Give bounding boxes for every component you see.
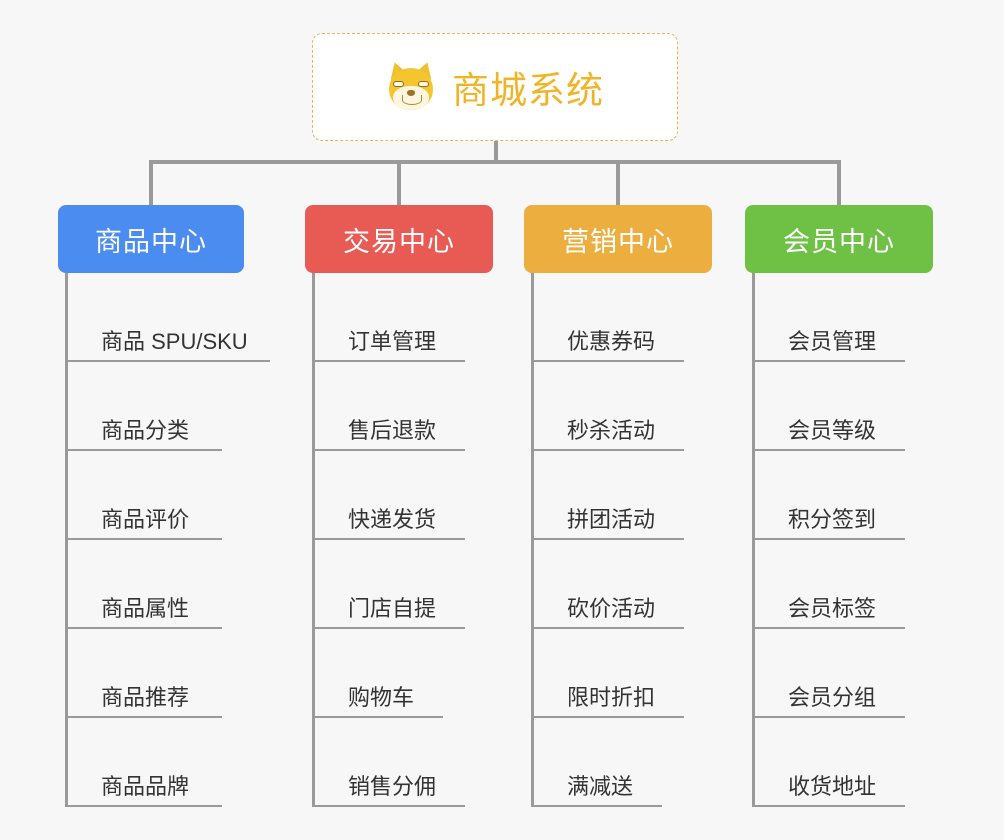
connector-drop-4 (837, 160, 841, 205)
category-column-3: 营销中心优惠券码秒杀活动拼团活动砍价活动限时折扣满减送 (524, 205, 712, 807)
connector-drop-2 (397, 160, 401, 205)
leaf-label: 商品属性 (101, 596, 190, 621)
leaf-underline (312, 538, 465, 540)
shiba-eye-left (393, 81, 404, 87)
shiba-nose (407, 90, 415, 96)
leaf-underline (752, 360, 905, 362)
shiba-eye-right (418, 81, 429, 87)
category-node-3[interactable]: 营销中心 (524, 205, 712, 273)
leaf-underline (531, 538, 684, 540)
leaf-label: 会员分组 (788, 685, 877, 710)
category-node-1[interactable]: 商品中心 (58, 205, 244, 273)
leaf-label: 满减送 (567, 774, 634, 799)
leaf-underline (752, 449, 905, 451)
leaf-label: 订单管理 (348, 329, 437, 354)
leaf-label: 优惠券码 (567, 329, 656, 354)
leaf-label: 商品推荐 (101, 685, 190, 710)
leaf-label: 限时折扣 (567, 685, 656, 710)
leaf-underline (312, 716, 443, 718)
leaf-label: 商品品牌 (101, 774, 190, 799)
leaf-underline (531, 805, 662, 807)
connector-horizontal-bus (150, 160, 840, 164)
leaf-label: 收货地址 (788, 774, 877, 799)
leaf-underline (752, 805, 905, 807)
category-trunk-2 (312, 273, 315, 807)
connector-drop-1 (149, 160, 153, 205)
leaf-label: 积分签到 (788, 507, 877, 532)
leaf-underline (65, 627, 222, 629)
connector-root-stem (494, 141, 498, 162)
leaf-label: 砍价活动 (567, 596, 656, 621)
leaf-underline (312, 805, 465, 807)
leaf-underline (312, 449, 465, 451)
category-trunk-4 (752, 273, 755, 807)
category-node-4[interactable]: 会员中心 (745, 205, 933, 273)
leaf-underline (531, 449, 684, 451)
category-column-2: 交易中心订单管理售后退款快递发货门店自提购物车销售分佣 (305, 205, 493, 807)
leaf-underline (65, 360, 270, 362)
leaf-label: 商品 SPU/SKU (101, 329, 248, 354)
leaf-underline (531, 627, 684, 629)
leaf-underline (65, 805, 222, 807)
leaf-label: 会员标签 (788, 596, 877, 621)
category-node-2[interactable]: 交易中心 (305, 205, 493, 273)
leaf-label: 会员等级 (788, 418, 877, 443)
leaf-label: 售后退款 (348, 418, 437, 443)
leaf-underline (752, 538, 905, 540)
leaf-label: 购物车 (348, 685, 415, 710)
leaf-label: 拼团活动 (567, 507, 656, 532)
leaf-underline (65, 449, 222, 451)
leaf-underline (531, 360, 684, 362)
leaf-underline (65, 538, 222, 540)
category-trunk-1 (65, 273, 68, 807)
leaf-label: 商品评价 (101, 507, 190, 532)
leaf-underline (312, 360, 465, 362)
category-column-1: 商品中心商品 SPU/SKU 商品分类商品评价商品属性商品推荐商品品牌 (58, 205, 270, 807)
category-trunk-3 (531, 273, 534, 807)
leaf-underline (531, 716, 684, 718)
root-title: 商城系统 (452, 70, 604, 111)
leaf-label: 秒杀活动 (567, 418, 656, 443)
leaf-label: 门店自提 (348, 596, 437, 621)
leaf-underline (65, 716, 222, 718)
leaf-underline (752, 716, 905, 718)
category-column-4: 会员中心会员管理会员等级积分签到会员标签会员分组收货地址 (745, 205, 933, 807)
leaf-label: 销售分佣 (348, 774, 437, 799)
leaf-underline (752, 627, 905, 629)
shiba-mouth (402, 95, 422, 105)
leaf-label: 快递发货 (348, 507, 437, 532)
shiba-inu-icon (386, 59, 436, 112)
leaf-label: 会员管理 (788, 329, 877, 354)
connector-drop-3 (616, 160, 620, 205)
leaf-underline (312, 627, 465, 629)
leaf-label: 商品分类 (101, 418, 190, 443)
root-node[interactable]: 商城系统 (312, 33, 678, 141)
